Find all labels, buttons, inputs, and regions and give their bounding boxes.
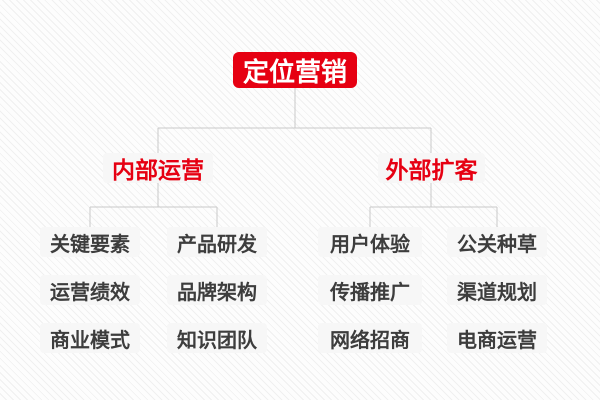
- leaf-node: 品牌架构: [167, 275, 267, 305]
- leaf-node: 商业模式: [40, 323, 140, 353]
- branch-node-internal: 内部运营: [103, 153, 213, 183]
- root-connector: [157, 88, 432, 153]
- leaf-node: 产品研发: [167, 227, 267, 257]
- leaf-node: 运营绩效: [40, 275, 140, 305]
- leaf-node: 网络招商: [318, 323, 422, 353]
- leaf-node: 公关种草: [447, 227, 547, 257]
- leaf-node: 电商运营: [447, 323, 547, 353]
- internal-branch-connector: [89, 183, 218, 227]
- leaf-node: 传播推广: [318, 275, 422, 305]
- leaf-node: 关键要素: [40, 227, 140, 257]
- leaf-node: 渠道规划: [447, 275, 547, 305]
- root-node: 定位营销: [233, 52, 357, 88]
- external-branch-connector: [369, 183, 498, 227]
- leaf-node: 知识团队: [167, 323, 267, 353]
- leaf-node: 用户体验: [318, 227, 422, 257]
- branch-node-external: 外部扩客: [378, 153, 485, 183]
